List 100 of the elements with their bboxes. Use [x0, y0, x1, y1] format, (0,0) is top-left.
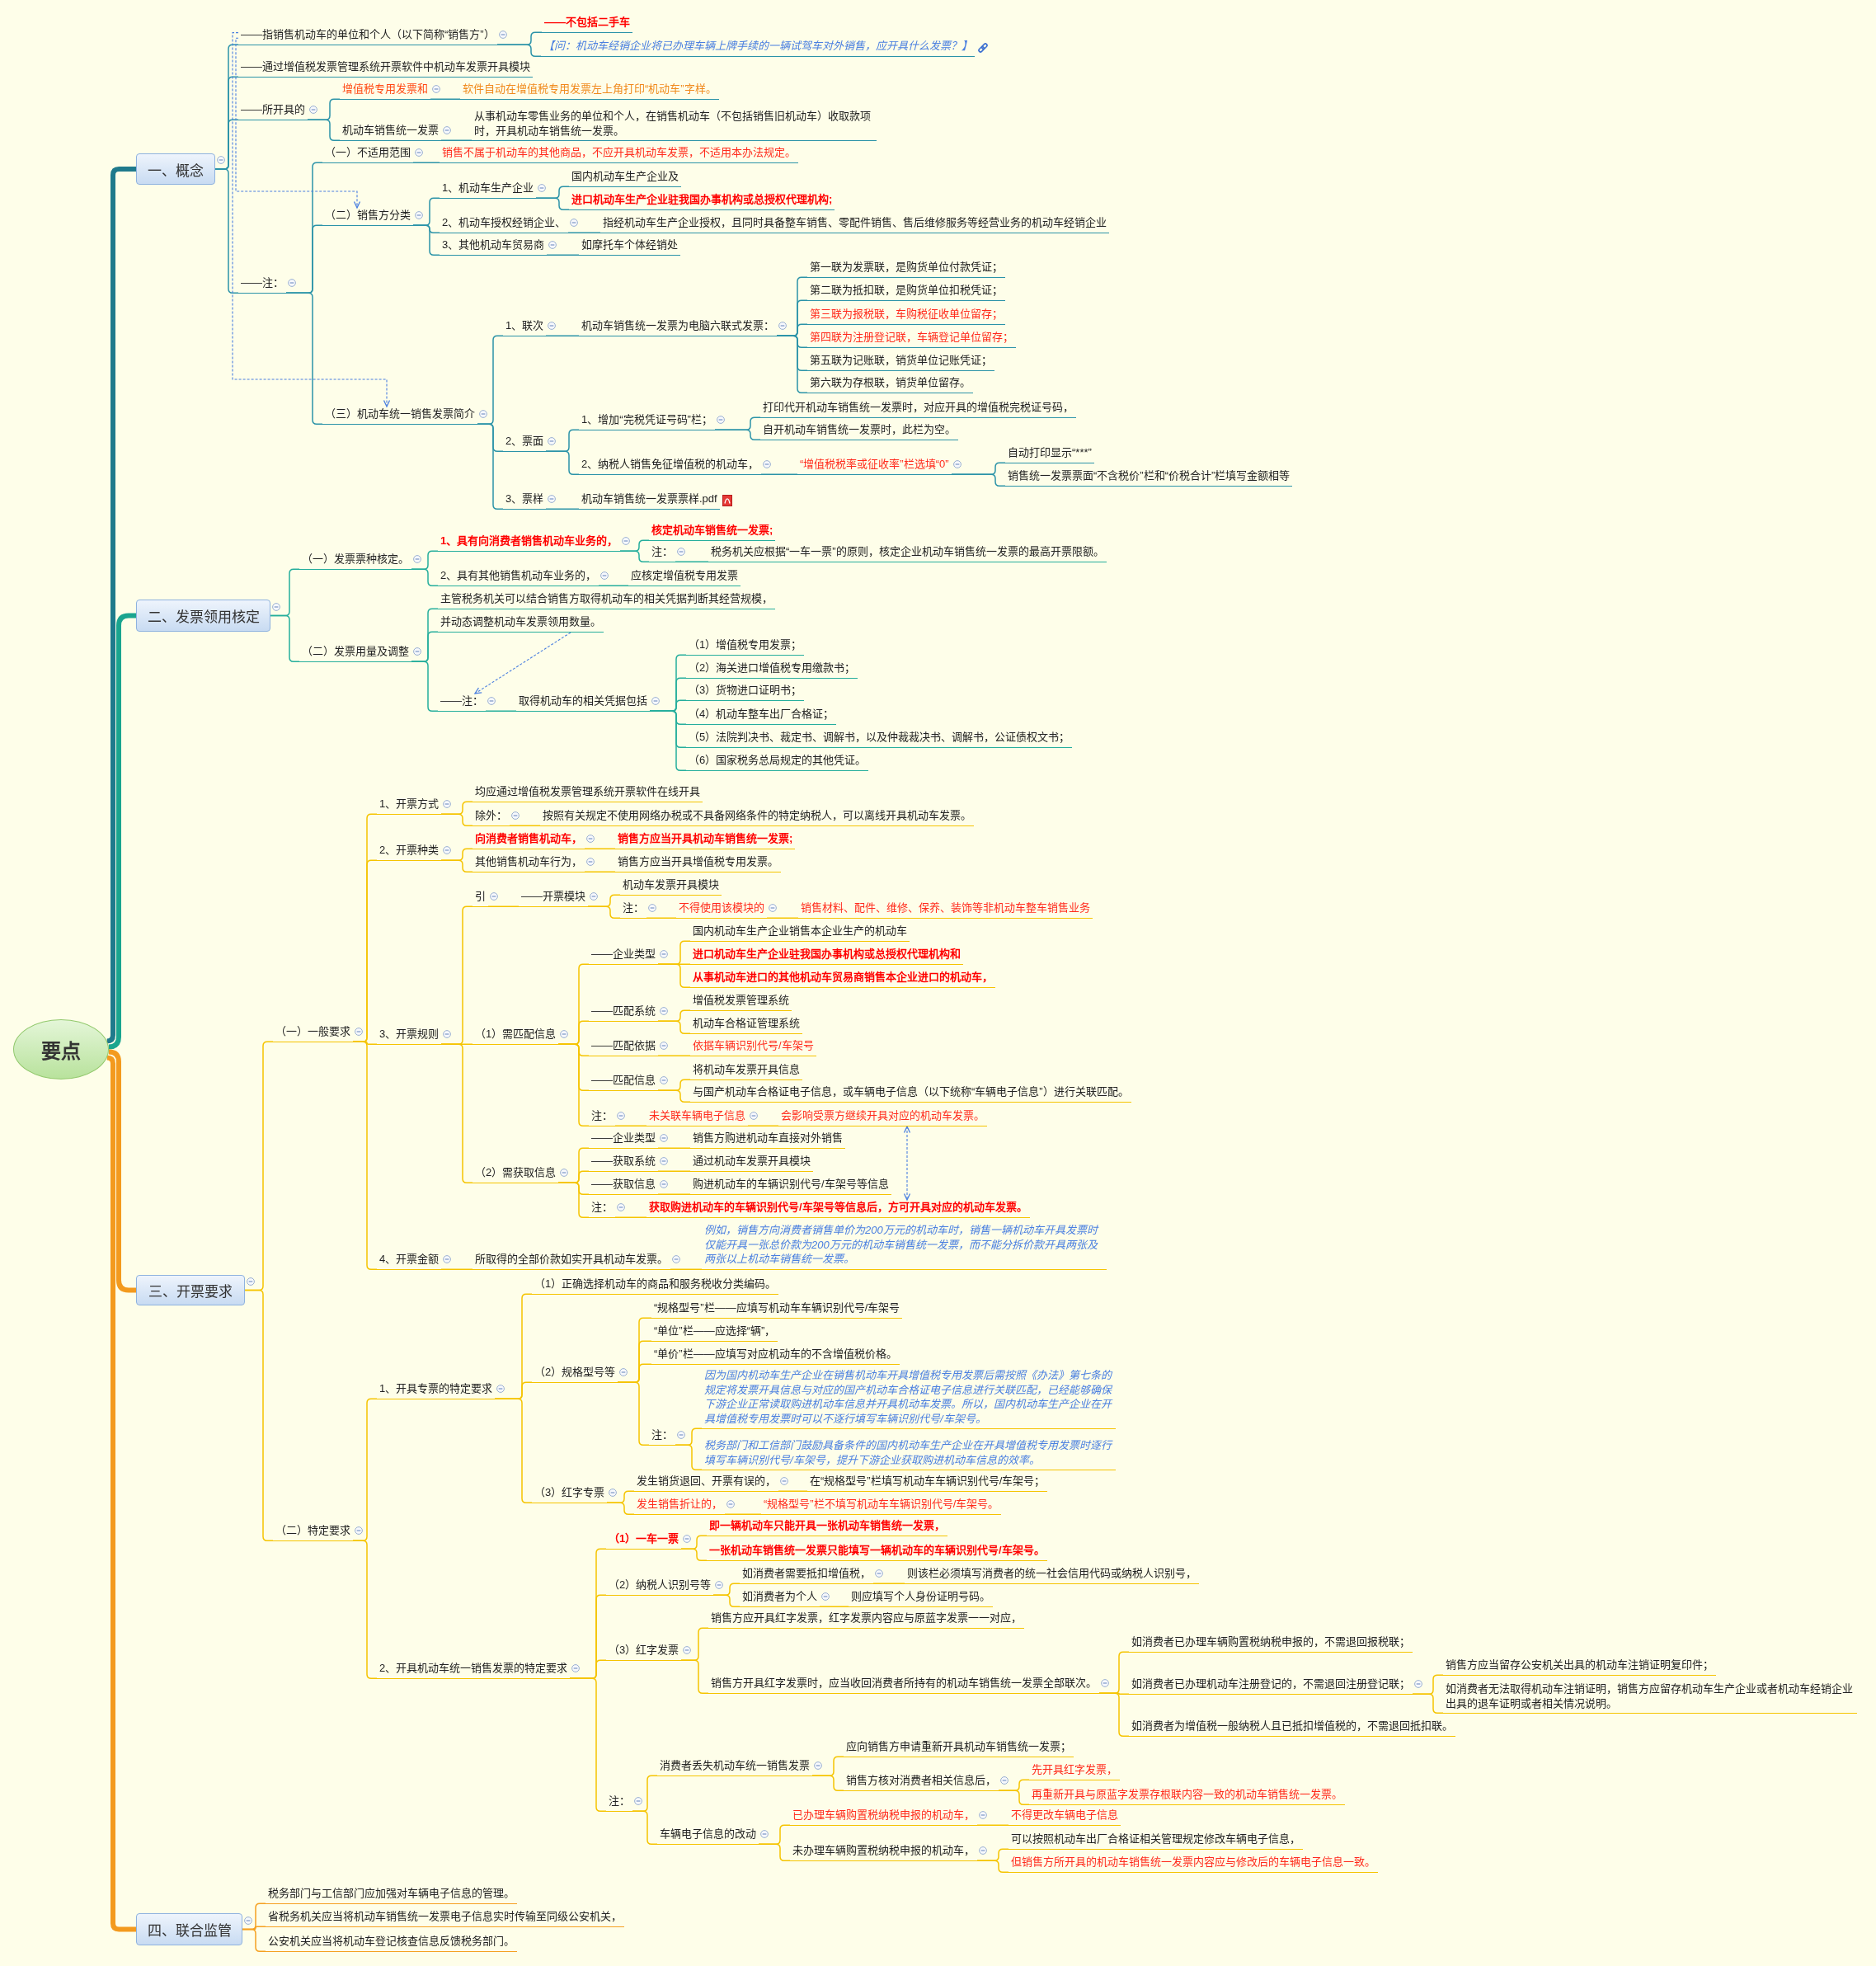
- subtopic: ——匹配系统: [589, 1004, 658, 1022]
- subtopic: 购进机动车的车辆识别代号/车架号等信息: [690, 1177, 891, 1195]
- dashed-arrow: [903, 1126, 911, 1201]
- topic-box: 三、开票要求: [136, 1275, 245, 1305]
- subtopic: 自动打印显示“***”: [1005, 445, 1094, 463]
- subtopic: 2、开具机动车统一销售发票的特定要求: [377, 1661, 571, 1679]
- connector-line: [509, 825, 541, 826]
- subtopic: “规格型号”栏不填写机动车车辆识别代号/车架号。: [761, 1497, 1002, 1515]
- subtopic: 一张机动车销售统一发票只能填写一辆机动车的车辆识别代号/车架号。: [707, 1543, 1047, 1561]
- subtopic: （3）货物进口证明书；: [686, 683, 805, 701]
- subtopic: 机动车发票开具模块: [620, 877, 722, 896]
- connector-line: [557, 1182, 590, 1218]
- subtopic: 注：: [649, 1427, 675, 1446]
- connector-line: [760, 473, 798, 475]
- subtopic: ——获取信息: [589, 1177, 658, 1195]
- subtopic: （一）一般要求: [273, 1024, 353, 1042]
- connector-line: [598, 585, 629, 586]
- subtopic: 进口机动车生产企业驻我国办事机构或总授权代理机构;: [569, 192, 835, 210]
- subtopic: “增值税税率或征收率”栏选填“0”: [797, 457, 952, 475]
- subtopic: 省税务机关应当将机动车销售统一发票电子信息实时传输至同级公安机关，: [266, 1909, 624, 1927]
- subtopic: 从事机动车进口的其他机动车贸易商销售本企业进口的机动车，: [690, 970, 995, 988]
- subtopic: ——所开具的: [238, 102, 308, 120]
- subtopic: 将机动车发票开具信息: [690, 1062, 802, 1080]
- connector-line: [872, 1583, 905, 1584]
- connector-line: [632, 1810, 658, 1845]
- subtopic: 所取得的全部价款如实开具机动车发票。: [473, 1252, 670, 1270]
- subtopic: 注：: [649, 544, 675, 562]
- connector-line: [242, 1928, 266, 1952]
- subtopic: 销售方应当开具机动车销售统一发票;: [615, 831, 796, 849]
- subtopic: 向消费者销售机动车，: [473, 831, 585, 849]
- connector-line: [545, 335, 580, 336]
- connector-line: [412, 162, 440, 163]
- subtopic: 进口机动车生产企业驻我国办事机构或总授权代理机构和: [690, 947, 963, 965]
- subtopic: 国内机动车生产企业销售本企业生产的机动车: [690, 924, 910, 942]
- connector-line: [675, 561, 709, 562]
- connector-line: [724, 1513, 762, 1515]
- connector-line: [617, 1381, 650, 1446]
- connector-line: [776, 335, 808, 393]
- subtopic: 1、开具专票的特定要求: [377, 1381, 496, 1399]
- connector-line: [412, 224, 440, 256]
- subtopic: （1）需匹配信息: [473, 1027, 559, 1045]
- subtopic: 3、开票规则: [377, 1027, 442, 1045]
- connector-line: [778, 1490, 808, 1492]
- connector-line: [569, 1677, 607, 1812]
- subtopic: ——注：: [438, 694, 486, 712]
- subtopic: 如消费者为增值税一般纳税人且已抵扣增值税的，不需退回抵扣联。: [1129, 1719, 1455, 1737]
- connector-line: [567, 232, 601, 233]
- connector-line: [819, 1606, 849, 1607]
- connector-line: [545, 450, 580, 475]
- subtopic: 1、开票方式: [377, 797, 442, 815]
- subtopic: 机动车销售统一发票票样.pdf: [579, 492, 720, 510]
- subtopic: （二）销售方分类: [322, 208, 413, 226]
- subtopic: ——开票模块: [519, 889, 588, 907]
- connector-line: [606, 1502, 635, 1515]
- subtopic: 核定机动车销售统一发票;: [649, 523, 776, 541]
- dashed-arrow: [235, 37, 361, 209]
- connector-line: [675, 1444, 703, 1470]
- connector-line: [214, 168, 239, 294]
- subtopic: 已办理车辆购置税纳税申报的机动车，: [790, 1808, 977, 1826]
- connector-line: [440, 813, 473, 826]
- subtopic: ——企业类型: [589, 1131, 658, 1149]
- connector-line: [614, 1216, 647, 1218]
- subtopic: “单价”栏——应填写对应机动车的不含增值税价格。: [651, 1347, 900, 1365]
- subtopic: 例如，销售方向消费者销售单价为200万元的机动车时，销售一辆机动车开具发票时仅能开具一张总价款为200万元的机动车销售统一发票，而不能分拆价款开具两张及两张以上机动车销售统一发票。: [702, 1223, 1107, 1270]
- connector-line: [766, 917, 799, 919]
- topic-box: 一、概念: [136, 153, 215, 185]
- subtopic: 1、增加“完税凭证号码”栏；: [579, 412, 715, 430]
- subtopic: 销售方应当留存公安机关出具的机动车注销证明复印件；: [1443, 1658, 1716, 1676]
- subtopic: 与国产机动车合格证电子信息，或车辆电子信息（以下统称“车辆电子信息”）进行关联匹配。: [690, 1084, 1131, 1103]
- subtopic: （2）需获取信息: [473, 1165, 559, 1183]
- subtopic: 增值税发票管理系统: [690, 993, 792, 1011]
- connector-line: [976, 1824, 1009, 1826]
- connector-line: [1098, 1692, 1130, 1737]
- subtopic: 销售方应当开具增值税专用发票。: [615, 854, 781, 872]
- subtopic: （二）发票用量及调整: [299, 644, 411, 662]
- connector-line: [411, 568, 439, 586]
- connector-line: [976, 1860, 1009, 1873]
- subtopic: 2、票面: [503, 434, 547, 452]
- subtopic: 注：: [620, 901, 646, 919]
- topic-ellipse: 要点: [13, 1019, 109, 1079]
- connector-line: [307, 119, 341, 141]
- subtopic: 如消费者已办理车辆购置税纳税申报的，不需退回报税联；: [1129, 1634, 1413, 1653]
- subtopic: 销售统一发票票面“不含税价”栏和“价税合计”栏填写金额相等: [1005, 468, 1293, 487]
- connector-line: [546, 254, 580, 256]
- subtopic: （一）不适用范围: [322, 145, 413, 163]
- connector-line: [535, 197, 570, 210]
- connector-line: [440, 1268, 473, 1270]
- subtopic: （1）一车一票: [606, 1531, 682, 1550]
- subtopic: 应向销售方申请重新开具机动车销售统一发票；: [844, 1739, 1074, 1757]
- subtopic: （2）规格型号等: [532, 1365, 618, 1383]
- subtopic: 2、开票种类: [377, 843, 442, 861]
- subtopic: 均应通过增值税发票管理系统开票软件在线开具: [473, 784, 703, 802]
- subtopic: 则应填写个人身份证明号码。: [849, 1589, 993, 1607]
- connector-line: [587, 905, 621, 919]
- subtopic: 依据车辆识别代号/车架号: [690, 1038, 816, 1056]
- connector-line: [440, 139, 473, 141]
- subtopic: 1、机动车生产企业: [440, 181, 537, 199]
- connector-line: [440, 859, 473, 872]
- subtopic: 国内机动车生产企业及: [569, 169, 681, 187]
- subtopic: 从事机动车零售业务的单位和个人，在销售机动车（不包括销售旧机动车）收取款项时，开具机动车销售统一发票。: [472, 109, 877, 141]
